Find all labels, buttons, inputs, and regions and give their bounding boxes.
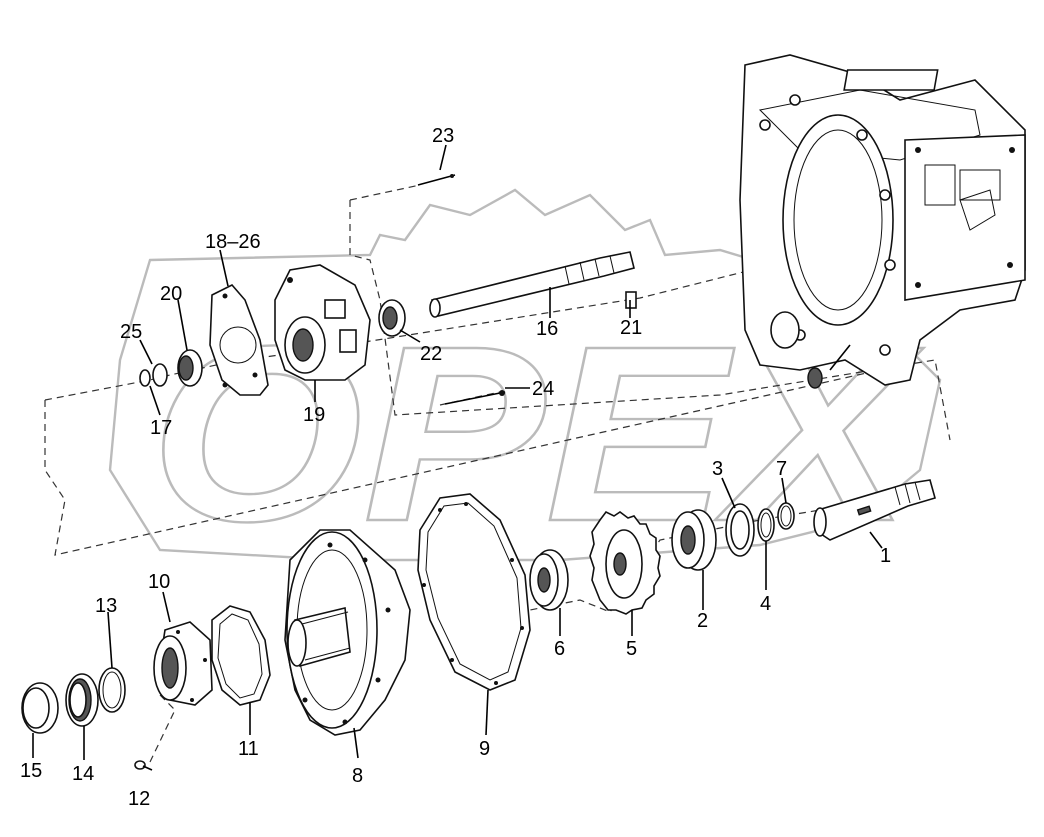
part-17-ring bbox=[139, 369, 151, 387]
part-2-bearing bbox=[671, 509, 717, 571]
callout-17: 17 bbox=[150, 417, 172, 439]
part-25-ring bbox=[152, 363, 168, 387]
part-10-seal-carrier bbox=[153, 621, 213, 706]
part-18-26-bracket bbox=[209, 284, 269, 396]
callout-14: 14 bbox=[72, 763, 94, 785]
part-20-bearing bbox=[177, 349, 203, 387]
part-19-valve-body bbox=[274, 264, 371, 381]
part-24-pin bbox=[444, 390, 506, 405]
part-23-pin bbox=[417, 174, 456, 186]
part-13-ring bbox=[98, 667, 126, 713]
transmission-case bbox=[739, 54, 1026, 389]
callout-7: 7 bbox=[776, 458, 787, 480]
callout-12: 12 bbox=[128, 788, 150, 810]
callout-16: 16 bbox=[536, 318, 558, 340]
part-7-o-ring bbox=[777, 502, 795, 530]
part-6-bearing bbox=[529, 549, 569, 611]
callout-15: 15 bbox=[20, 760, 42, 782]
part-21-key bbox=[625, 291, 637, 309]
callout-21: 21 bbox=[620, 317, 642, 339]
callout-9: 9 bbox=[479, 738, 490, 760]
callout-3: 3 bbox=[712, 458, 723, 480]
callout-8: 8 bbox=[352, 765, 363, 787]
callout-13: 13 bbox=[95, 595, 117, 617]
part-4-snap-ring bbox=[757, 508, 775, 542]
callout-4: 4 bbox=[760, 593, 771, 615]
part-14-seal bbox=[65, 673, 99, 727]
part-22-seal-ring bbox=[378, 299, 406, 337]
leader-lines bbox=[32, 144, 883, 760]
callout-5: 5 bbox=[626, 638, 637, 660]
callout-10: 10 bbox=[148, 571, 170, 593]
part-9-gasket bbox=[417, 493, 531, 691]
part-16-shaft bbox=[429, 251, 635, 318]
callout-23: 23 bbox=[432, 125, 454, 147]
part-3-washer bbox=[725, 503, 755, 557]
callout-6: 6 bbox=[554, 638, 565, 660]
callout-22: 22 bbox=[420, 343, 442, 365]
part-5-gear bbox=[589, 510, 661, 615]
callout-18-26: 18–26 bbox=[205, 231, 261, 253]
callout-20: 20 bbox=[160, 283, 182, 305]
callout-1: 1 bbox=[880, 545, 891, 567]
callout-24: 24 bbox=[532, 378, 554, 400]
callout-11: 11 bbox=[238, 738, 259, 760]
part-1-output-shaft bbox=[813, 479, 936, 541]
callout-19: 19 bbox=[303, 404, 325, 426]
callout-25: 25 bbox=[120, 321, 142, 343]
part-8-housing bbox=[284, 529, 411, 736]
part-11-gasket bbox=[211, 605, 271, 706]
callout-labels: 1 2 3 4 5 6 7 8 9 10 11 12 13 14 15 16 1… bbox=[20, 125, 891, 810]
part-12-bolt bbox=[134, 760, 153, 771]
part-15-sleeve bbox=[21, 682, 59, 734]
callout-2: 2 bbox=[697, 610, 708, 632]
